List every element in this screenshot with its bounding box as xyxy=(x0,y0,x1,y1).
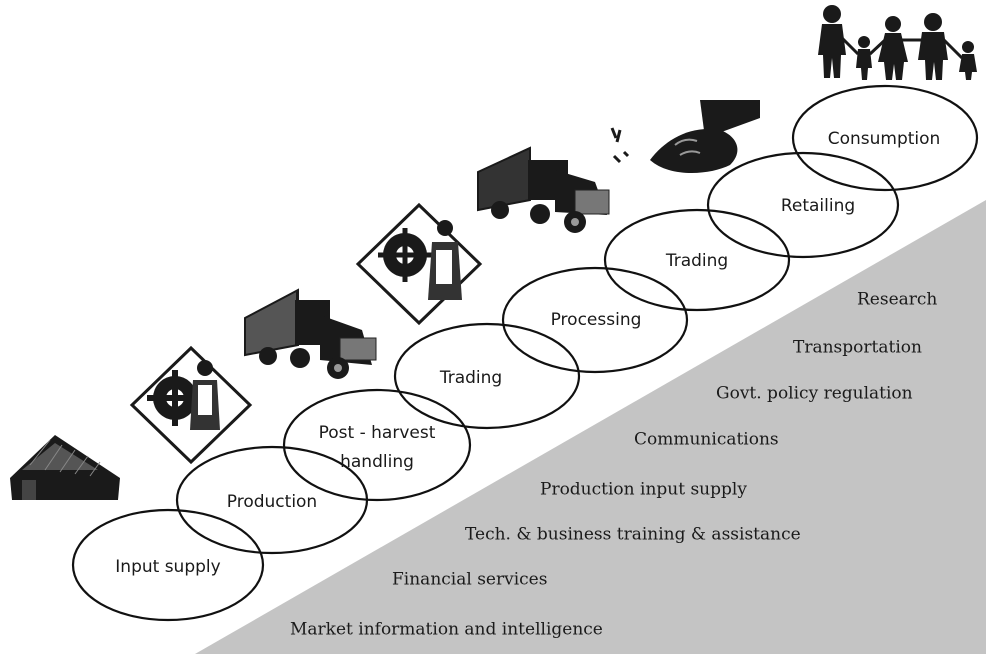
handshake-icon xyxy=(610,100,760,174)
stage-label-post-harvest-line2: handling xyxy=(340,452,414,472)
stage-ellipse-post-harvest xyxy=(282,388,472,502)
stage-label-trading-1: Trading xyxy=(439,368,502,388)
stage-label-post-harvest: Post - harvest xyxy=(319,423,436,443)
service-label-financial: Financial services xyxy=(392,570,547,590)
stage-ellipse-trading-1 xyxy=(393,322,581,430)
service-label-training: Tech. & business training & assistance xyxy=(465,525,801,545)
hut-icon xyxy=(10,435,120,500)
value-chain-stages xyxy=(71,84,979,622)
service-label-communications: Communications xyxy=(634,430,779,450)
stage-ellipse-retailing xyxy=(706,151,900,259)
service-label-policy: Govt. policy regulation xyxy=(716,384,913,404)
stage-label-input-supply: Input supply xyxy=(115,557,220,577)
service-label-research: Research xyxy=(857,290,937,310)
service-label-input-supply: Production input supply xyxy=(540,480,747,500)
stage-ellipse-processing xyxy=(501,266,689,374)
family-icon xyxy=(818,5,977,80)
truck-icon-1 xyxy=(244,288,377,379)
worker-gear-icon xyxy=(355,202,483,326)
stage-label-retailing: Retailing xyxy=(781,196,855,216)
support-services: Research Transportation Govt. policy reg… xyxy=(290,290,937,640)
farmer-gear-icon xyxy=(129,345,253,465)
service-label-market-info: Market information and intelligence xyxy=(290,620,603,640)
stage-label-trading-2: Trading xyxy=(665,251,728,271)
stage-label-consumption: Consumption xyxy=(828,129,941,149)
truck-icon-2 xyxy=(477,146,610,233)
stage-ellipse-consumption xyxy=(791,84,979,192)
service-label-transportation: Transportation xyxy=(793,338,922,358)
stage-label-processing: Processing xyxy=(551,310,642,330)
stage-label-production: Production xyxy=(227,492,317,512)
stage-labels: Input supply Production Post - harvest h… xyxy=(115,129,940,577)
support-services-band xyxy=(195,200,986,654)
stage-ellipse-input-supply xyxy=(71,508,265,622)
stage-ellipse-trading-2 xyxy=(603,208,791,312)
